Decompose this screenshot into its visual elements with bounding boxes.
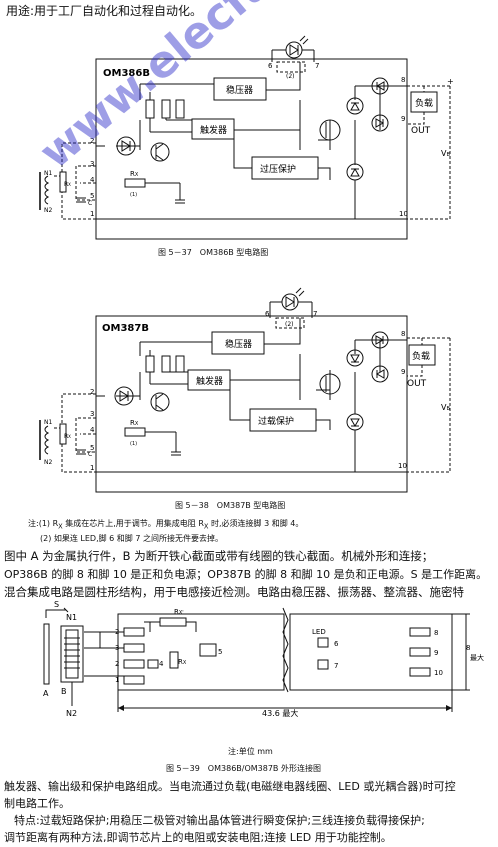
- fig37-c: C: [88, 200, 92, 207]
- fig38-fn1: (1): [130, 441, 137, 447]
- fig39-pin10: 10: [434, 669, 443, 677]
- fig37-rx: RX: [130, 170, 139, 178]
- fig37-fn2: (2): [286, 73, 295, 80]
- fig37-n1: N1: [44, 170, 52, 177]
- fig39-pin7: 7: [334, 662, 338, 670]
- fig37-caption: 图 5－37 OM386B 型电路图: [158, 248, 269, 257]
- fig39-unit-note: 注:单位 mm: [228, 747, 273, 756]
- fig37-pin1: 1: [90, 210, 94, 218]
- fig38-note1: 注:(1) RX 集成在芯片上,用于调节。用集成电阻 RX 时,必须连接脚 3 …: [28, 519, 304, 531]
- fig38-fn2: (2): [285, 321, 294, 328]
- fig38-rx: RX: [130, 419, 139, 427]
- footer-line-1: 触发器、输出级和保护电路组成。当电流通过负载(电磁继电器线圈、LED 或光耦合器…: [4, 780, 456, 793]
- fig37-circuit: OM386B 6 7 (2) 稳压器 触发器 过压保护: [39, 35, 454, 240]
- fig39-rx-prime: RX': [174, 608, 184, 616]
- fig39-coil-b: [60, 625, 84, 683]
- fig37-rx-ext: RX: [64, 181, 71, 188]
- fig39-pin8: 8: [434, 629, 438, 637]
- fig38-chip-outline: [95, 315, 408, 493]
- fig37-pin2: 2: [90, 137, 94, 145]
- footer-line-2: 制电路工作。: [4, 797, 70, 810]
- usage-text: 用途:用于工厂自动化和过程自动化。: [6, 4, 203, 18]
- fig38-vb: VB: [441, 403, 450, 412]
- fig37-regulator-box: [213, 77, 267, 101]
- fig37-out-label: OUT: [411, 126, 431, 136]
- fig37-regulator-label: 稳压器: [226, 84, 253, 96]
- fig39-max: 最大: [470, 653, 484, 662]
- fig38-caption: 图 5－38 OM387B 型电路图: [175, 501, 286, 510]
- fig39-pin-ref: 2: [115, 660, 119, 668]
- fig38-circuit: OM387B 6 7 (2) 稳压器 触发器 过载保护: [39, 287, 451, 493]
- fig37-protect-label: 过压保护: [260, 163, 296, 175]
- paragraph-3: 混合集成电路是圆柱形结构，用于电感接近检测。电路由稳压器、振荡器、整流器、施密特: [4, 585, 464, 599]
- fig38-c: C: [88, 451, 92, 458]
- fig39-outline: S A N1 B N2 2 3 2 1 4 5 RX RX' LED: [43, 600, 484, 718]
- fig37-n2: N2: [44, 207, 52, 214]
- fig37-pin4: 4: [90, 176, 95, 184]
- fig37-trigger-label: 触发器: [200, 124, 227, 136]
- fig38-pin7: 7: [313, 310, 317, 318]
- fig38-pin1: 1: [90, 464, 94, 472]
- fig38-regulator-label: 稳压器: [225, 338, 252, 350]
- paragraph-1: 图中 A 为金属执行件，B 为断开铁心截面或带有线圈的铁心截面。机械外形和连接；: [4, 549, 434, 563]
- fig39-caption: 图 5－39 OM386B/OM387B 外形连接图: [166, 764, 321, 773]
- fig39-led: LED: [312, 628, 326, 636]
- fig39-pin5: 5: [218, 648, 222, 656]
- fig39-dim: 43.6 最大: [262, 708, 298, 718]
- fig38-trigger-label: 触发器: [196, 375, 223, 387]
- fig38-led: [269, 287, 313, 329]
- fig37-load-label: 负载: [415, 97, 433, 109]
- fig37-vb: VB: [441, 149, 450, 158]
- fig38-pin3: 3: [90, 410, 94, 418]
- fig39-b: B: [61, 687, 67, 696]
- fig38-regulator-box: [211, 331, 265, 355]
- fig37-pin3: 3: [90, 160, 94, 168]
- fig39-height: 8: [466, 644, 470, 652]
- fig39-s: S: [54, 600, 59, 609]
- fig37-trigger-box: [191, 118, 235, 140]
- fig37-plus: +: [447, 77, 454, 86]
- fig38-load-label: 负载: [412, 350, 430, 362]
- fig37-fn1: (1): [130, 192, 137, 198]
- fig38-pin6: 6: [265, 310, 270, 318]
- fig37-chip-label: OM386B: [103, 68, 150, 79]
- fig39-body-left: [117, 613, 285, 691]
- fig37-pin9: 9: [401, 115, 405, 123]
- fig38-protect-label: 过载保护: [258, 415, 294, 427]
- fig38-out-label: OUT: [407, 379, 427, 389]
- fig37-pin10: 10: [399, 210, 408, 218]
- fig37-pin8: 8: [401, 76, 405, 84]
- fig37-pin6: 6: [268, 62, 273, 70]
- fig39-n2: N2: [66, 709, 77, 718]
- fig38-pin4: 4: [90, 426, 95, 434]
- fig38-n2: N2: [44, 459, 52, 466]
- footer-line-4: 调节距离有两种方法,即调节芯片上的电阻或安装电阻;连接 LED 用于功能控制。: [4, 831, 392, 844]
- fig38-n1: N1: [44, 419, 52, 426]
- fig38-rx-ext: RX: [64, 433, 71, 440]
- fig38-chip-label: OM387B: [102, 323, 149, 334]
- fig38-pin10: 10: [398, 462, 407, 470]
- fig39-plate-a: [43, 623, 50, 685]
- fig39-n1: N1: [66, 613, 77, 622]
- fig39-rx: RX: [178, 658, 187, 666]
- fig39-pin4: 4: [159, 660, 164, 668]
- fig37-pin7: 7: [315, 62, 319, 70]
- fig37-led: [271, 35, 315, 73]
- paragraph-2: OP386B 的脚 8 和脚 10 是正和负电源；OP387B 的脚 8 和脚 …: [4, 568, 488, 581]
- fig39-a: A: [43, 689, 49, 698]
- fig39-pin6: 6: [334, 640, 339, 648]
- fig37-chip-outline: [95, 58, 408, 240]
- fig38-pin5: 5: [90, 444, 94, 452]
- fig38-note2: (2) 如果连 LED,脚 6 和脚 7 之间所接无件要去掉。: [40, 534, 223, 543]
- fig38-pin9: 9: [401, 368, 405, 376]
- fig38-pin8: 8: [401, 330, 405, 338]
- fig38-pin2: 2: [90, 388, 94, 396]
- fig39-pin1: 1: [115, 676, 119, 684]
- fig39-pin9: 9: [434, 649, 438, 657]
- fig39-body-right: [289, 613, 453, 691]
- fig37-pin5: 5: [90, 192, 94, 200]
- footer-line-3: 特点:过载短路保护;用稳压二极管对输出晶体管进行瞬变保护;三线连接负载得接保护;: [14, 814, 425, 827]
